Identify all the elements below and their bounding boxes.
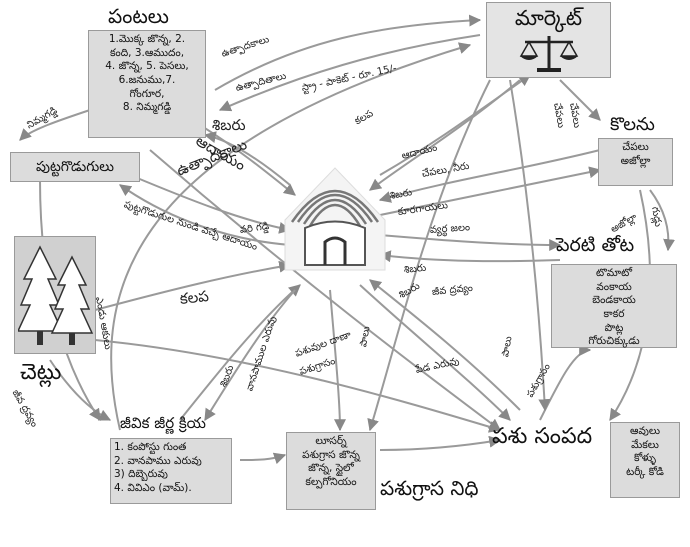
arrow-compost-market [110,42,472,431]
crops-item: 1.మొక్క జొన్న, 2. [108,33,186,45]
scales-icon [519,36,578,73]
flow-label: శిబరు [212,116,246,134]
arrow-trees-home [94,260,292,311]
compost-item: 4. వివిఎం (వామ్). [114,481,192,494]
flow-label: శిబరు [403,262,427,276]
kitchen-garden-item: పొట్ల [604,321,624,334]
arrow-market-fishpond [559,79,601,121]
trees-title: చెట్లు [20,360,62,385]
fishpond-item: చేపలు [622,141,649,153]
fodder-item: లూసర్న్ [315,435,347,447]
arrow-home-crops [203,131,291,186]
livestock-item: ఆవులు [630,425,660,437]
arrow-trees-livestock [94,339,502,433]
fodder-item: కల్పగోనియం [305,475,357,488]
kitchen-garden-item: గోరుచిక్కుడు [588,335,640,348]
livestock-item: టర్కీ కోడి [626,465,664,478]
crops-item: 4. జొన్న, 5. పెసలు, [105,60,189,73]
fodder-box: లూసర్న్ పశుగ్రాస జొన్న జొన్న, స్టైలో కల్… [286,432,376,510]
kitchen-garden-title: పెరటి తోట [556,234,635,256]
crops-title: పంటలు [108,4,169,28]
livestock-title: పశు సంపద [492,424,593,449]
flow-label: కలప [178,287,210,308]
market-box: మార్కెట్ [486,2,611,78]
compost-item: 1. కంపోస్టు గుంత [114,441,187,453]
arrow-compost-home [179,284,301,421]
arrow-home-livestock [359,284,511,421]
arrow-home-compost [204,289,296,422]
kitchen-garden-item: టొమాటో [595,267,632,279]
compost-box: 1. కంపోస్టు గుంత 2. వానపాము ఎరువు 3) దిబ… [110,438,232,504]
livestock-item: కోళ్ళు [634,452,656,465]
fodder-item: జొన్న, స్టైలో [308,462,354,475]
fishpond-item: అజోల్లా [620,154,651,167]
arrow-home-market [379,74,531,176]
arrow-crops-market [214,14,482,91]
livestock-box: ఆవులు మేకలు కోళ్ళు టర్కీ కోడి [610,422,680,498]
farm-house-icon [284,167,386,271]
pine-trees-icon [16,245,94,345]
arrow-home-fishpond [379,166,602,216]
arrow-mushroom-home [129,174,292,234]
arrow-crops-left [19,109,91,141]
kitchen-garden-item: బెండకాయ [592,294,636,307]
livestock-item: మేకలు [631,438,659,451]
arrow-fishpond-right [649,189,676,252]
arrow-compost-fodder [239,452,287,465]
arrow-fodder-livestock [379,435,502,451]
mushroom-box: పుట్టగొడుగులు [10,152,140,182]
mushroom-title: పుట్టగొడుగులు [36,159,114,175]
compost-item: 2. వానపాము ఎరువు [114,454,202,467]
arrow-livestock-home [369,279,521,411]
arrow-trees-compost [49,359,112,421]
crops-item: 8. నిమ్మగడ్డి [122,101,172,114]
arrow-home-mushroom [119,184,291,246]
crops-box: 1.మొక్క జొన్న, 2. కంది, 3.ఆముదం, 4. జొన్… [88,30,206,138]
arrow-market-crops [218,34,481,112]
crops-item: కంది, 3.ఆముదం, [109,46,185,59]
arrow-market-fodder [367,79,491,432]
arrow-home-garden [379,234,562,251]
fishpond-box: చేపలు అజోల్లా [598,138,673,186]
arrow-livestock-garden [539,344,592,421]
compost-title: జీవిక జీర్ణ క్రియ [120,414,206,432]
trees-box [14,236,96,354]
market-title: మార్కెట్ [514,6,583,30]
fodder-title: పశుగ్రాస నిధి [380,476,479,500]
kitchen-garden-box: టొమాటో వంకాయ బెండకాయ కాకర పొట్ల గోరుచిక్… [551,264,677,348]
kitchen-garden-item: వంకాయ [596,280,632,293]
arrow-fishpond-home [378,149,601,203]
crops-item: 6.జనుము,7. [118,73,176,86]
compost-item: 3) దిబ్బెరువు [114,468,168,481]
fodder-item: పశుగ్రాస జొన్న [302,448,360,461]
flow-label: వ్యర్థ జలం [429,222,471,236]
arrow-home-fodder [329,289,346,432]
arrow-crops-livestock [149,149,501,431]
arrow-garden-home [378,250,561,263]
crops-item: గోంగూర, [129,87,165,100]
arrow-market-livestock [509,79,551,412]
fishpond-title: కొలను [610,114,655,135]
kitchen-garden-item: కాకర [603,307,625,320]
